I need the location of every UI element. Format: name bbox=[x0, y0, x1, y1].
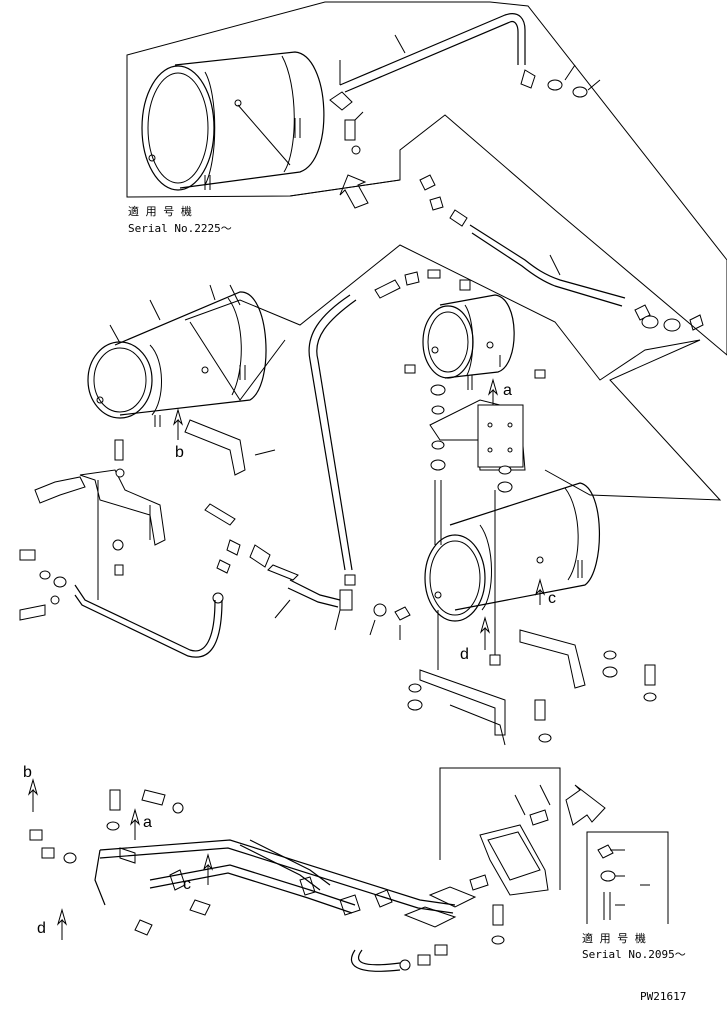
fittings-lower-left bbox=[29, 789, 184, 864]
view-letter-c-upper: c bbox=[548, 590, 556, 607]
pipe-harness-lower bbox=[94, 839, 477, 936]
valve-fitting-left bbox=[19, 476, 86, 621]
bracket-a-plate bbox=[429, 384, 526, 493]
bracket-left-mount bbox=[79, 439, 166, 600]
view-arrow-d bbox=[479, 616, 491, 650]
view-letter-a-lower: a bbox=[143, 814, 152, 831]
view-arrow-b-lower bbox=[27, 778, 39, 812]
view-letter-c-lower: c bbox=[183, 876, 191, 893]
air-tank-upper-left bbox=[87, 284, 267, 427]
air-tank-lower-right bbox=[424, 482, 600, 670]
view-arrow-a bbox=[487, 378, 499, 410]
applicable-label-top: 適 用 号 機 bbox=[128, 204, 192, 218]
bracket-b bbox=[184, 419, 276, 476]
serial-label-bottom: Serial No.2095〜 bbox=[582, 948, 686, 961]
hose-lower bbox=[350, 944, 448, 972]
stud-bolt-center bbox=[434, 480, 496, 655]
inset-frame-bracket bbox=[439, 767, 561, 896]
direction-arrow-inset-bottom bbox=[565, 784, 606, 826]
view-letter-d-upper: d bbox=[460, 646, 469, 663]
pipe-inset-top bbox=[329, 13, 601, 155]
fittings-center-left bbox=[204, 503, 299, 581]
view-letter-a-upper: a bbox=[503, 382, 512, 399]
view-letter-d-lower: d bbox=[37, 920, 46, 937]
inset-frame-top bbox=[126, 1, 727, 356]
drawing-code: PW21617 bbox=[640, 990, 686, 1003]
view-arrow-a-lower bbox=[129, 808, 141, 840]
fittings-upper-right bbox=[374, 174, 704, 332]
view-letter-b-lower: b bbox=[23, 764, 32, 781]
view-arrow-b bbox=[172, 408, 184, 440]
air-tank-inset-top bbox=[141, 51, 325, 191]
view-arrow-d-lower bbox=[56, 908, 68, 940]
applicable-label-bottom: 適 用 号 機 bbox=[582, 931, 646, 945]
long-pipe-upper-right bbox=[469, 224, 626, 307]
view-arrow-c bbox=[534, 578, 546, 605]
hose-center bbox=[274, 579, 411, 640]
view-arrow-inset-top bbox=[339, 174, 369, 209]
view-letter-b-upper: b bbox=[175, 444, 184, 461]
bracket-d-base bbox=[407, 654, 552, 746]
air-tank-small-right bbox=[404, 294, 546, 390]
tube-left-lower bbox=[74, 584, 224, 658]
serial-label-top: Serial No.2225〜 bbox=[128, 222, 232, 235]
inset-frame-bottom bbox=[586, 831, 669, 924]
fittings-lower-right bbox=[469, 874, 505, 945]
long-pipe-center bbox=[308, 294, 357, 586]
bracket-c bbox=[519, 629, 657, 702]
inset-frame-middle bbox=[184, 244, 722, 501]
